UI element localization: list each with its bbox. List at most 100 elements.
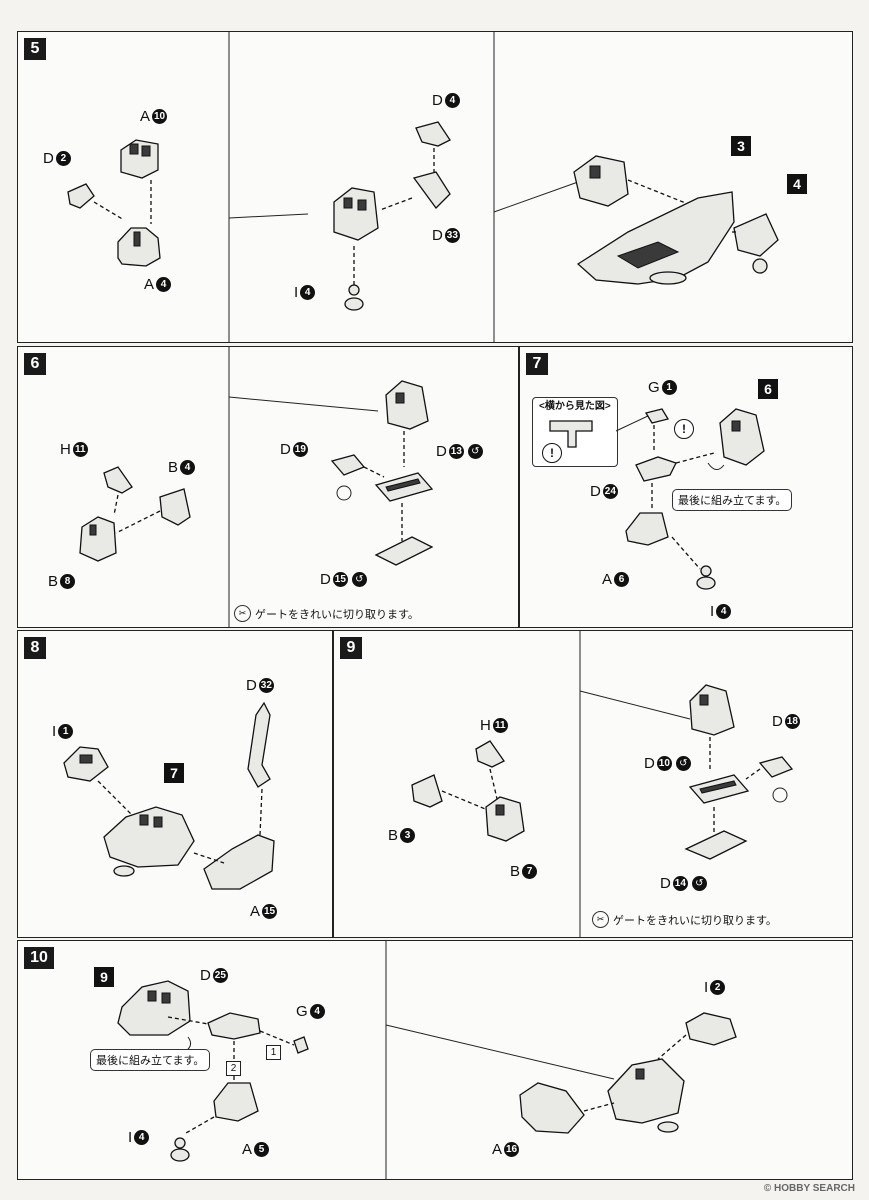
gate-note: ✂ゲートをきれいに切り取ります。 <box>234 605 419 622</box>
ref-step-9: 9 <box>94 967 114 987</box>
part-a10 <box>120 139 159 179</box>
part-h11 <box>103 466 133 494</box>
step-5-drawing <box>67 32 779 342</box>
part-a6 <box>625 512 669 546</box>
part-a16 <box>519 1082 585 1134</box>
step-8-drawing <box>63 701 275 890</box>
part-b7 <box>485 796 525 842</box>
part-a5 <box>213 1082 259 1122</box>
part-assembly-6 <box>385 380 429 430</box>
part-i2 <box>685 1012 737 1046</box>
part-hull <box>576 191 735 285</box>
part-a4 <box>117 227 161 267</box>
step-number: 10 <box>24 947 54 969</box>
part-d4 <box>415 121 451 147</box>
part-assembly-main <box>573 155 629 207</box>
part-i4 <box>344 284 364 311</box>
warning-icon: ! <box>674 419 694 439</box>
warning-icon: ! <box>542 443 562 463</box>
step-9-drawing <box>411 631 794 937</box>
part-b4 <box>159 488 191 526</box>
part-i1 <box>63 746 109 782</box>
step-number: 9 <box>340 637 362 659</box>
step-number: 8 <box>24 637 46 659</box>
watermark: © HOBBY SEARCH <box>763 1183 855 1194</box>
part-d2 <box>67 183 95 209</box>
part-d15 <box>374 536 434 566</box>
step-6-drawing <box>79 347 434 627</box>
cut-icon: ↺ <box>351 572 367 587</box>
ref-step-7: 7 <box>164 763 184 783</box>
gate-cut-icon: ✂ <box>234 605 251 622</box>
part-d13 <box>374 472 434 502</box>
assemble-last-bubble: 最後に組み立てます。 <box>672 489 793 511</box>
part-d14 <box>684 830 748 860</box>
step-number: 5 <box>24 38 46 60</box>
step-number: 7 <box>526 353 548 375</box>
part-i4 <box>696 565 716 590</box>
step-number: 6 <box>24 353 46 375</box>
part-d18 <box>758 756 794 778</box>
part-assembly-5 <box>333 187 379 241</box>
part-a15 <box>203 834 275 890</box>
step-10-drawing <box>117 941 737 1179</box>
part-assembly-9 <box>689 684 735 736</box>
part-assembly-9b <box>117 980 191 1036</box>
part-b8 <box>79 516 117 562</box>
part-assembly-10 <box>607 1058 685 1133</box>
step-7-drawing <box>549 408 765 590</box>
part-d33 <box>412 171 451 209</box>
part-d10 <box>688 774 750 804</box>
part-h11 <box>475 740 505 768</box>
part-d25 <box>207 1012 261 1040</box>
part-i4 <box>170 1137 190 1162</box>
gate-cut-icon: ✂ <box>592 911 609 928</box>
ref-step-3: 3 <box>731 136 751 156</box>
part-assembly-7 <box>719 408 765 466</box>
gate-note: ✂ゲートをきれいに切り取ります。 <box>592 911 777 928</box>
assemble-last-bubble: 最後に組み立てます。 <box>90 1049 211 1071</box>
order-badge-1: 1 <box>266 1045 281 1060</box>
ref-step-4: 4 <box>787 174 807 194</box>
part-d32 <box>247 701 271 788</box>
part-b3 <box>411 774 443 808</box>
cut-icon: ↺ <box>675 756 691 771</box>
ref-step-6: 6 <box>758 379 778 399</box>
